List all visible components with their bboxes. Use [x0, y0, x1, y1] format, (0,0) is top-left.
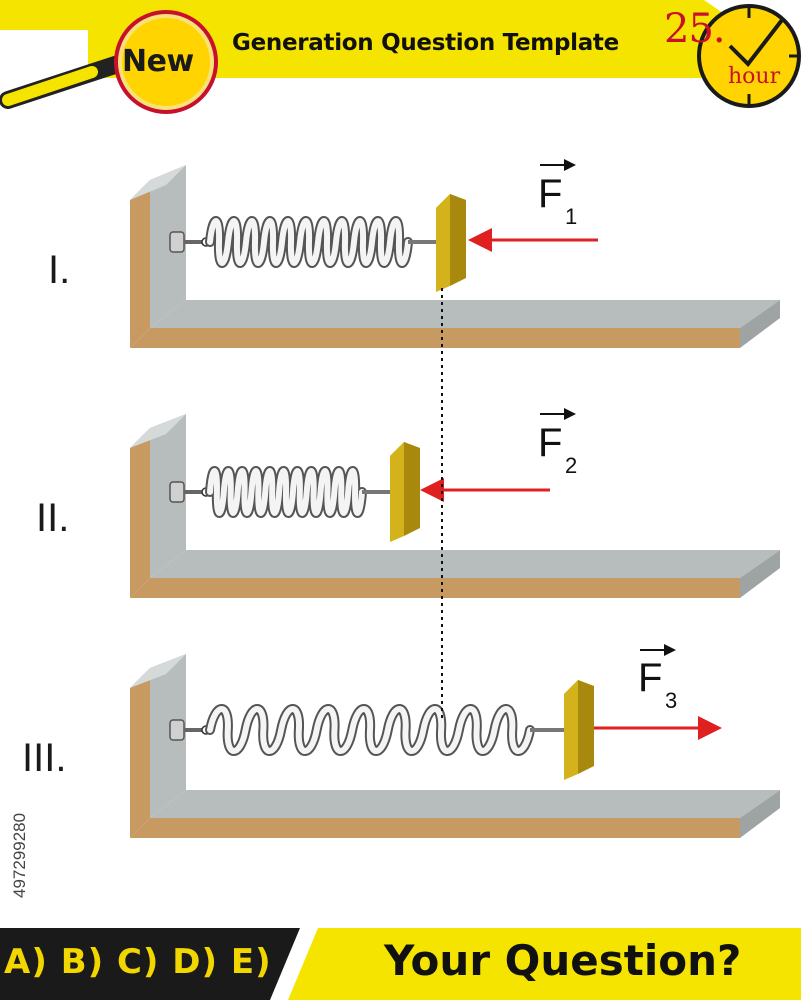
footer-dark-band	[0, 928, 300, 1000]
force-subscript-2: 2	[565, 453, 578, 478]
wall-2	[130, 414, 186, 598]
floor-2	[130, 550, 780, 598]
floor-1	[130, 300, 780, 348]
force-label-2: F	[538, 421, 563, 465]
diagram-1	[130, 159, 780, 348]
force-label-1: F	[538, 172, 563, 216]
question-prompt: Your Question?	[384, 936, 742, 985]
wall-1	[130, 165, 186, 348]
footer-band	[0, 928, 801, 1000]
spring-3	[169, 704, 566, 756]
force-subscript-3: 3	[665, 688, 678, 713]
spring-2	[169, 466, 392, 518]
wall-3	[130, 654, 186, 838]
force-label-3: F	[638, 656, 663, 700]
block-2	[390, 442, 420, 542]
answer-options: A) B) C) D) E)	[4, 942, 272, 982]
spring-1	[169, 216, 440, 268]
diagram-label-1: I.	[48, 248, 71, 292]
stock-id-watermark: 497299280	[6, 758, 32, 898]
force-subscript-1: 1	[565, 204, 578, 229]
diagram-label-2: II.	[36, 496, 70, 540]
magnifier-lens	[118, 14, 214, 110]
question-number: 25.	[664, 6, 726, 52]
header-left-band	[0, 0, 170, 30]
floor-3	[130, 790, 780, 838]
block-1	[436, 194, 466, 292]
diagram-label-3: III.	[22, 736, 67, 780]
new-badge-label: New	[122, 44, 194, 79]
block-3	[564, 680, 594, 780]
stock-id-text: 497299280	[10, 812, 29, 898]
header-banner	[0, 0, 730, 78]
clock-check-icon	[697, 4, 801, 108]
magnifier-icon	[0, 10, 218, 114]
footer-yellow-band	[288, 928, 801, 1000]
time-unit-label: hour	[728, 64, 781, 89]
page-title: Generation Question Template	[232, 30, 619, 56]
diagram-2	[130, 408, 780, 598]
diagram-3	[130, 644, 780, 838]
header-yellow-band	[88, 0, 730, 78]
